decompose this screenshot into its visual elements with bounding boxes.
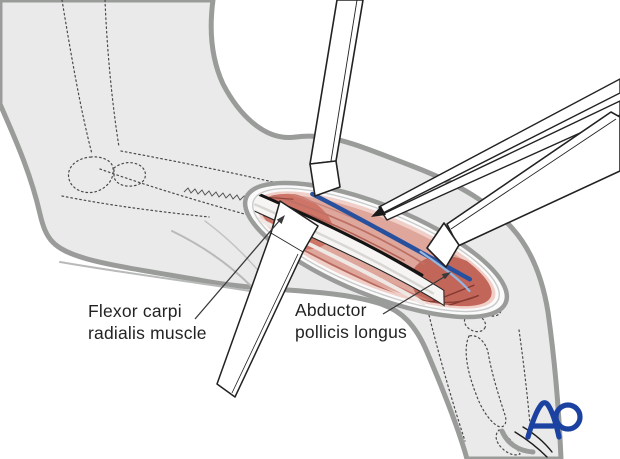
label-flexor-carpi-radialis: Flexor carpi radialis muscle	[88, 300, 207, 344]
label-line: pollicis longus	[295, 322, 407, 342]
label-line: radialis muscle	[88, 323, 207, 343]
ao-logo-letter-o	[553, 402, 583, 432]
elbow-condyle-outline	[67, 156, 114, 194]
label-line: Flexor carpi	[88, 301, 182, 321]
first-metacarpal-outline	[465, 335, 507, 428]
ulna-outline	[99, 168, 249, 216]
fascia-wavy-edge	[183, 187, 255, 202]
retractor-top-blade	[309, 160, 341, 197]
ulna-outline	[61, 195, 210, 218]
label-abductor-pollicis-longus: Abductor pollicis longus	[295, 299, 407, 343]
leader-line-fcr	[194, 215, 285, 320]
humerus-outline	[61, 0, 93, 155]
hand-bone-outline	[427, 310, 466, 442]
humerus-outline	[104, 0, 120, 148]
fascia-cut-edge	[249, 189, 424, 277]
leader-line-apl	[382, 272, 451, 315]
radial-artery	[310, 191, 473, 282]
retractor-right-blade	[426, 222, 460, 268]
forceps	[371, 78, 620, 221]
retractor-bottom	[216, 200, 319, 398]
label-line: Abductor	[295, 300, 367, 320]
retractor-top	[309, 0, 364, 197]
ao-logo	[525, 400, 583, 440]
retractor-right	[426, 111, 620, 268]
thumb-web-contour	[499, 428, 536, 455]
leader-arrowhead	[276, 215, 285, 224]
thumb-crease-lines	[514, 426, 553, 458]
forceps-tip	[371, 206, 386, 217]
leader-arrowhead	[441, 272, 451, 280]
elbow-condyle-outline	[113, 162, 147, 187]
